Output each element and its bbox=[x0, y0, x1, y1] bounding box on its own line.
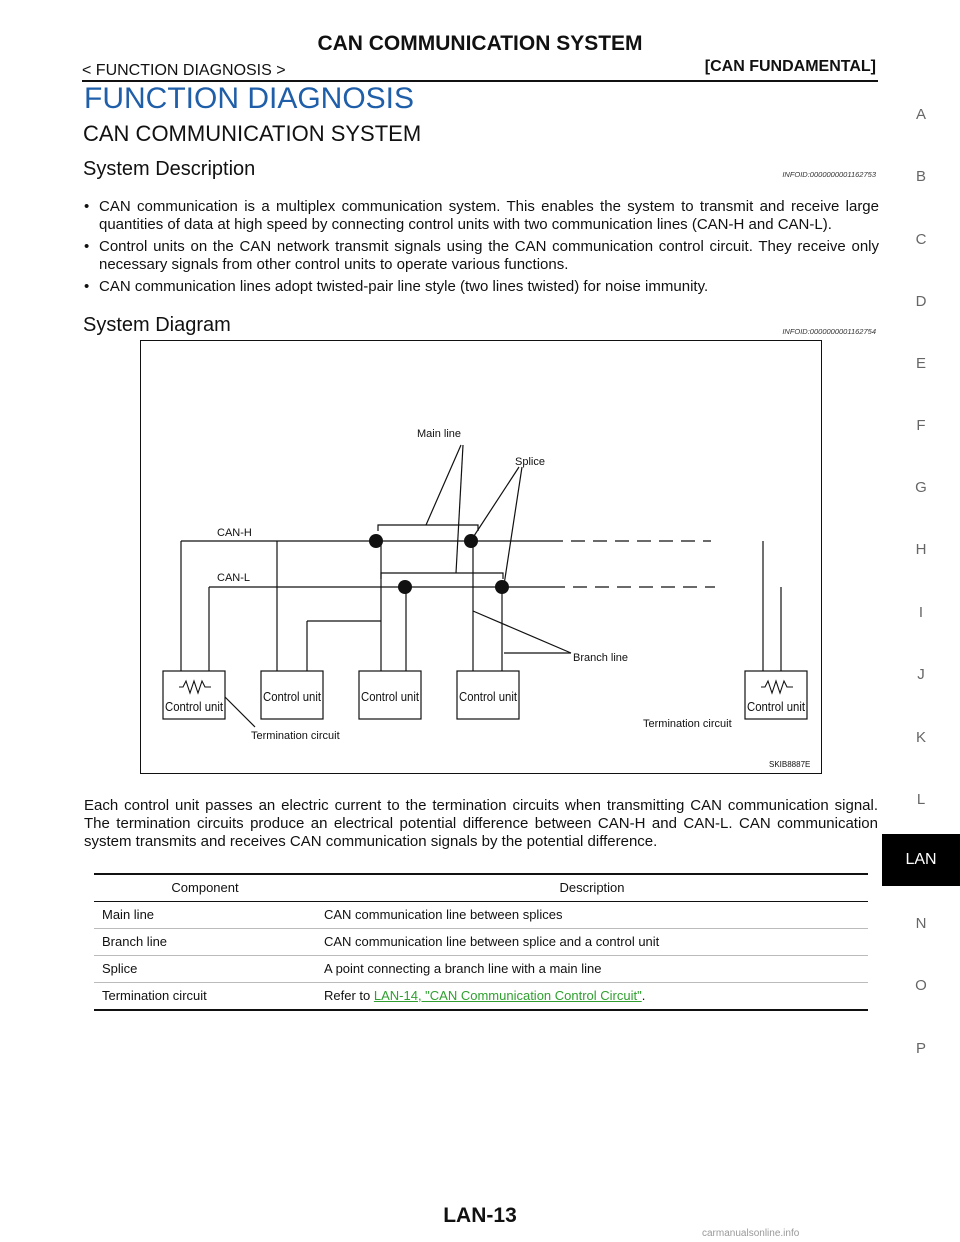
table-cell: Branch line bbox=[94, 928, 316, 956]
control-unit-box bbox=[358, 670, 422, 720]
system-diagram-heading: System Diagram bbox=[83, 314, 231, 336]
side-index-k[interactable]: K bbox=[915, 729, 926, 746]
table-cell: A point connecting a branch line with a … bbox=[316, 955, 868, 983]
can-control-circuit-link[interactable]: LAN-14, "CAN Communication Control Circu… bbox=[373, 988, 642, 1003]
header-section: < FUNCTION DIAGNOSIS > bbox=[82, 62, 286, 79]
table-row: Branch line CAN communication line betwe… bbox=[94, 928, 868, 956]
subsection-title: CAN COMMUNICATION SYSTEM bbox=[83, 121, 422, 146]
header-title: CAN COMMUNICATION SYSTEM bbox=[317, 32, 643, 55]
label-control-unit: Control unit bbox=[361, 689, 419, 704]
list-item: CAN communication is a multiplex communi… bbox=[84, 198, 879, 234]
side-index-o[interactable]: O bbox=[915, 977, 927, 994]
control-unit-box bbox=[744, 670, 808, 720]
table-row: Main line CAN communication line between… bbox=[94, 901, 868, 929]
label-control-unit: Control unit bbox=[459, 689, 517, 704]
table-row: Termination circuit Refer to LAN-14, "CA… bbox=[94, 982, 868, 1011]
side-index-a[interactable]: A bbox=[915, 106, 926, 123]
list-item: CAN communication lines adopt twisted-pa… bbox=[84, 278, 879, 296]
label-termination-circuit-left: Termination circuit bbox=[251, 730, 340, 742]
side-index-f[interactable]: F bbox=[916, 417, 926, 434]
system-diagram-infoid: INFOID:0000000001162754 bbox=[782, 327, 876, 336]
label-control-unit: Control unit bbox=[165, 699, 223, 714]
splice-dots bbox=[369, 534, 509, 594]
side-index-lan-active[interactable]: LAN bbox=[882, 834, 960, 886]
table-header-description: Description bbox=[316, 873, 868, 902]
table-header-row: Component Description bbox=[94, 873, 868, 902]
table-cell: Refer to LAN-14, "CAN Communication Cont… bbox=[316, 982, 868, 1011]
refer-prefix: Refer to bbox=[324, 988, 374, 1003]
label-termination-circuit-right: Termination circuit bbox=[643, 718, 732, 730]
side-index-l[interactable]: L bbox=[916, 791, 926, 808]
control-unit-box bbox=[162, 670, 226, 720]
side-index-h[interactable]: H bbox=[915, 541, 927, 558]
system-description-list: CAN communication is a multiplex communi… bbox=[84, 198, 879, 300]
label-can-l: CAN-L bbox=[217, 572, 250, 584]
resistor-icon bbox=[761, 679, 793, 695]
side-index-d[interactable]: D bbox=[915, 293, 927, 310]
can-system-diagram: Main line Splice CAN-H CAN-L Branch line… bbox=[140, 340, 822, 774]
diagram-code: SKIB8887E bbox=[769, 760, 810, 769]
system-description-infoid: INFOID:0000000001162753 bbox=[782, 170, 876, 179]
side-index-c[interactable]: C bbox=[915, 231, 927, 248]
system-description-heading: System Description bbox=[83, 158, 256, 180]
refer-suffix: . bbox=[641, 988, 646, 1003]
control-unit-box bbox=[456, 670, 520, 720]
page-number: LAN-13 bbox=[443, 1204, 517, 1227]
side-index-j[interactable]: J bbox=[917, 666, 925, 683]
side-index-b[interactable]: B bbox=[915, 168, 926, 185]
side-index-n[interactable]: N bbox=[915, 915, 927, 932]
label-can-h: CAN-H bbox=[217, 527, 252, 539]
label-main-line: Main line bbox=[417, 428, 461, 440]
side-index-g[interactable]: G bbox=[915, 479, 927, 496]
resistor-icon bbox=[179, 679, 211, 695]
label-branch-line: Branch line bbox=[573, 652, 628, 664]
table-cell: Main line bbox=[94, 901, 316, 929]
table-cell: Termination circuit bbox=[94, 982, 316, 1011]
table-row: Splice A point connecting a branch line … bbox=[94, 955, 868, 983]
list-item: Control units on the CAN network transmi… bbox=[84, 238, 879, 274]
table-cell: CAN communication line between splice an… bbox=[316, 928, 868, 956]
table-cell: CAN communication line between splices bbox=[316, 901, 868, 929]
control-unit-box bbox=[260, 670, 324, 720]
watermark: carmanualsonline.info bbox=[702, 1228, 800, 1239]
table-cell: Splice bbox=[94, 955, 316, 983]
side-index-e[interactable]: E bbox=[915, 355, 926, 372]
header-category: [CAN FUNDAMENTAL] bbox=[704, 58, 876, 75]
label-splice: Splice bbox=[515, 456, 545, 468]
table-header-component: Component bbox=[94, 873, 316, 902]
label-control-unit: Control unit bbox=[263, 689, 321, 704]
termination-paragraph: Each control unit passes an electric cur… bbox=[84, 797, 878, 850]
label-control-unit: Control unit bbox=[747, 699, 805, 714]
section-title: FUNCTION DIAGNOSIS bbox=[84, 82, 415, 115]
side-index-i[interactable]: I bbox=[918, 604, 924, 621]
header-rule bbox=[82, 80, 878, 82]
side-index-p[interactable]: P bbox=[915, 1040, 926, 1057]
component-table: Component Description Main line CAN comm… bbox=[94, 873, 868, 1011]
diagram-svg: Main line Splice CAN-H CAN-L Branch line… bbox=[162, 428, 810, 769]
